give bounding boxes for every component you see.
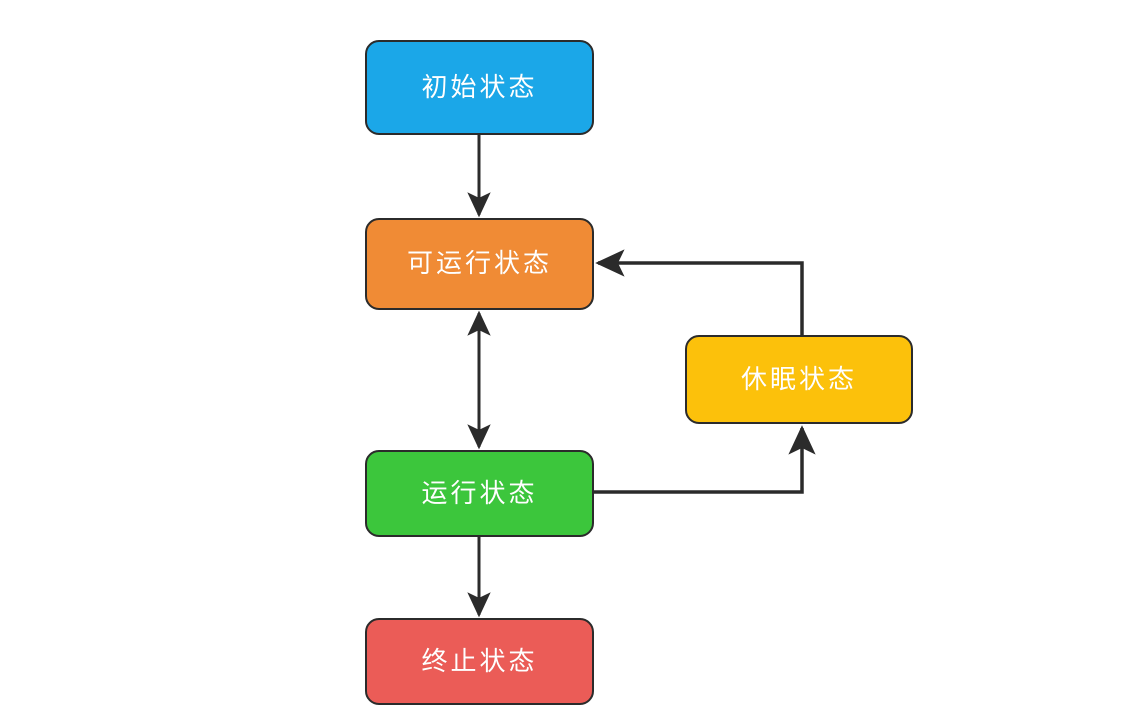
node-terminated-state[interactable]: 终止状态: [365, 618, 594, 705]
edge-sleeping-to-runnable: [595, 249, 804, 335]
node-runnable-state-label: 可运行状态: [406, 249, 552, 279]
edge-running-to-sleeping: [594, 425, 816, 494]
node-running-state[interactable]: 运行状态: [365, 450, 594, 537]
node-sleeping-state[interactable]: 休眠状态: [685, 335, 913, 424]
node-terminated-state-label: 终止状态: [421, 646, 538, 677]
node-runnable-state[interactable]: 可运行状态: [365, 218, 594, 310]
node-initial-state[interactable]: 初始状态: [365, 40, 594, 135]
node-sleeping-state-label: 休眠状态: [740, 364, 857, 395]
node-running-state-label: 运行状态: [421, 478, 538, 509]
node-initial-state-label: 初始状态: [421, 72, 538, 103]
